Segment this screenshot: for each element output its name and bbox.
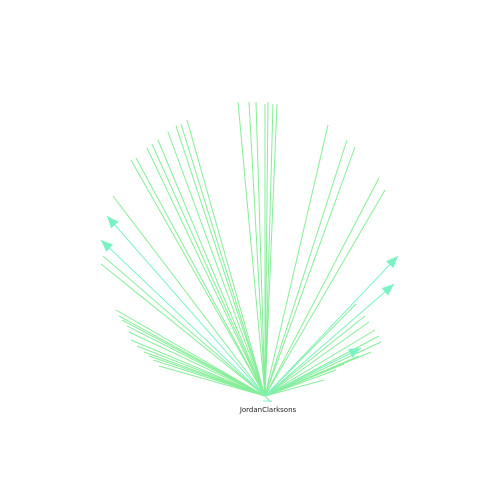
edge-line xyxy=(158,365,266,397)
edge-line xyxy=(264,124,329,397)
edge-line xyxy=(264,369,337,397)
edge-line xyxy=(175,125,266,397)
arrow-edge-line xyxy=(264,347,362,397)
edge-line xyxy=(100,263,266,397)
edge-line xyxy=(264,139,348,397)
arrow-edge-line xyxy=(100,239,266,397)
edge-line xyxy=(264,315,366,397)
arrowhead xyxy=(101,240,114,252)
arrowhead xyxy=(381,284,394,296)
edge-line xyxy=(264,329,376,397)
edge-line xyxy=(255,101,266,397)
edge-line xyxy=(146,147,266,397)
edge-line xyxy=(136,345,266,397)
edge-line xyxy=(264,146,356,397)
edge-line xyxy=(180,123,266,397)
edge-line xyxy=(167,131,266,397)
arrowhead xyxy=(386,256,398,269)
hub-node-label: JordanClarksons xyxy=(239,406,297,414)
edge-line xyxy=(264,379,325,397)
edge-line xyxy=(151,143,266,397)
edge-line xyxy=(115,309,266,397)
edge-line xyxy=(237,101,266,397)
arrow-edge-group xyxy=(100,215,399,402)
edge-line xyxy=(264,103,274,397)
edge-line xyxy=(128,331,266,397)
edge-line xyxy=(121,319,266,397)
edge-line xyxy=(264,177,380,397)
arrowhead xyxy=(348,348,361,358)
edge-line xyxy=(248,101,266,397)
arrow-edge-line xyxy=(106,215,266,397)
edge-line xyxy=(130,159,266,397)
arrow-edge-line xyxy=(264,255,399,397)
arrowhead xyxy=(107,216,119,229)
edge-line xyxy=(264,101,269,397)
edge-line xyxy=(264,341,382,397)
edge-line xyxy=(102,255,266,397)
edge-line xyxy=(130,339,266,397)
edge-line xyxy=(135,157,266,397)
edge-line xyxy=(157,139,266,397)
edge-line xyxy=(112,195,266,397)
edge-line xyxy=(264,189,386,397)
edge-line xyxy=(264,321,370,397)
edge-line xyxy=(186,119,266,397)
edge-line xyxy=(264,103,278,397)
arrow-edge-line xyxy=(264,283,395,397)
edge-line xyxy=(126,325,266,397)
edge-group xyxy=(100,101,386,403)
edge-line xyxy=(152,359,266,397)
